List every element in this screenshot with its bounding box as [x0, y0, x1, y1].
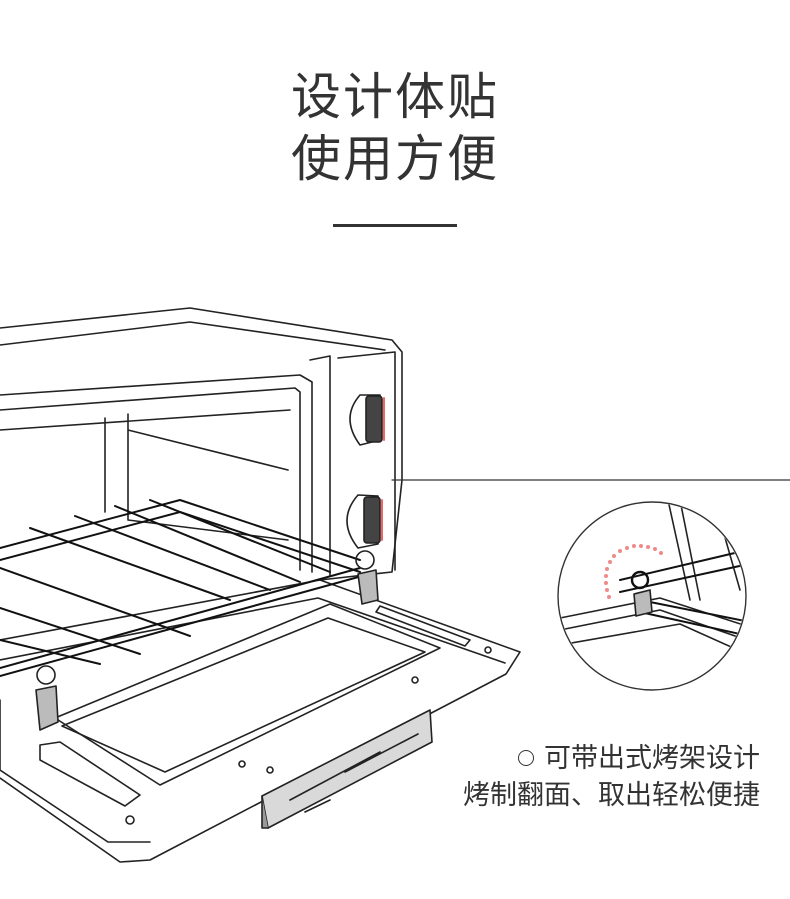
oven-door — [0, 579, 521, 863]
rotation-hint-icon — [604, 544, 663, 599]
oven-body — [0, 307, 403, 581]
rack-handle-right-icon — [355, 550, 379, 605]
wire-rack — [0, 499, 363, 677]
rack-handle-left-icon — [35, 665, 59, 731]
circle-bullet-icon — [518, 750, 534, 766]
feature-caption-1: 可带出式烤架设计 — [518, 741, 760, 777]
feature-caption-2: 烤制翻面、取出轻松便捷 — [463, 780, 760, 811]
detail-magnifier — [557, 501, 747, 691]
feature-line-1: 可带出式烤架设计 — [544, 743, 760, 774]
title-divider — [333, 224, 457, 227]
knob-lower-icon — [346, 494, 381, 549]
knob-upper-icon — [349, 394, 383, 446]
headline-line-2: 使用方便 — [291, 130, 499, 188]
headline-line-1: 设计体贴 — [291, 68, 499, 126]
